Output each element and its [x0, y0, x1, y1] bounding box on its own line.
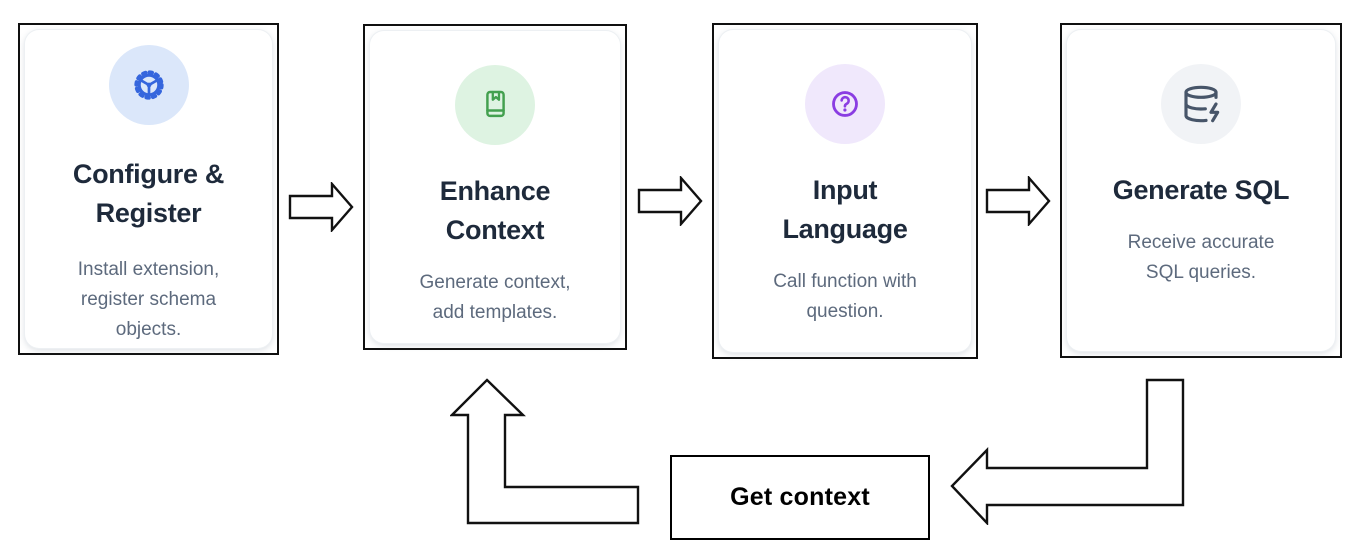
card-inner: Configure & Register Install extension, … [25, 30, 272, 348]
step-title-line: Context [445, 215, 545, 245]
step-description-line: register schema [80, 289, 217, 310]
get-context-box: Get context [670, 455, 930, 540]
step-description-line: Receive accurate [1127, 232, 1275, 253]
step-title: Input Language [782, 171, 907, 249]
database-icon-circle [1161, 64, 1241, 144]
step-description-line: add templates. [432, 302, 558, 323]
step-card-input-language: Input Language Call function with questi… [712, 23, 978, 359]
step-card-configure-register: Configure & Register Install extension, … [18, 23, 279, 355]
elbow-arrow-up-icon [450, 378, 640, 525]
step-description: Install extension, register schema objec… [78, 255, 220, 345]
book-icon-circle [455, 65, 535, 145]
right-arrow-icon [637, 176, 703, 226]
question-icon [832, 91, 858, 117]
elbow-arrow-left-icon [950, 378, 1185, 525]
step-description-line: Call function with [773, 271, 917, 292]
question-icon-circle [805, 64, 885, 144]
gear-icon [133, 70, 164, 100]
step-description-line: SQL queries. [1145, 262, 1257, 283]
right-arrow-icon [985, 176, 1051, 226]
step-description-line: objects. [115, 319, 182, 340]
step-description-line: Install extension, [77, 259, 220, 280]
step-title-line: Language [782, 214, 908, 244]
card-inner: Enhance Context Generate context, add te… [370, 31, 620, 343]
step-card-generate-sql: Generate SQL Receive accurate SQL querie… [1060, 23, 1342, 358]
card-inner: Generate SQL Receive accurate SQL querie… [1067, 30, 1335, 351]
card-inner: Input Language Call function with questi… [719, 30, 971, 352]
book-icon [485, 90, 505, 117]
step-title-line: Enhance [439, 176, 551, 206]
step-title-line: Generate SQL [1112, 175, 1290, 205]
step-description: Generate context, add templates. [419, 268, 570, 328]
right-arrow-icon [288, 182, 354, 232]
step-title: Enhance Context [439, 172, 551, 250]
gear-icon-circle [108, 45, 189, 125]
step-description: Call function with question. [773, 267, 917, 327]
step-description: Receive accurate SQL queries. [1128, 228, 1275, 288]
step-description-line: question. [806, 301, 884, 322]
step-title-line: Configure & [72, 159, 225, 189]
step-card-enhance-context: Enhance Context Generate context, add te… [363, 24, 627, 350]
get-context-label: Get context [730, 483, 870, 511]
step-title-line: Register [95, 198, 202, 228]
step-title-line: Input [812, 175, 878, 205]
database-zap-icon [1184, 85, 1220, 123]
step-title: Configure & Register [73, 155, 224, 233]
step-title: Generate SQL [1112, 171, 1290, 210]
step-description-line: Generate context, [419, 272, 571, 293]
